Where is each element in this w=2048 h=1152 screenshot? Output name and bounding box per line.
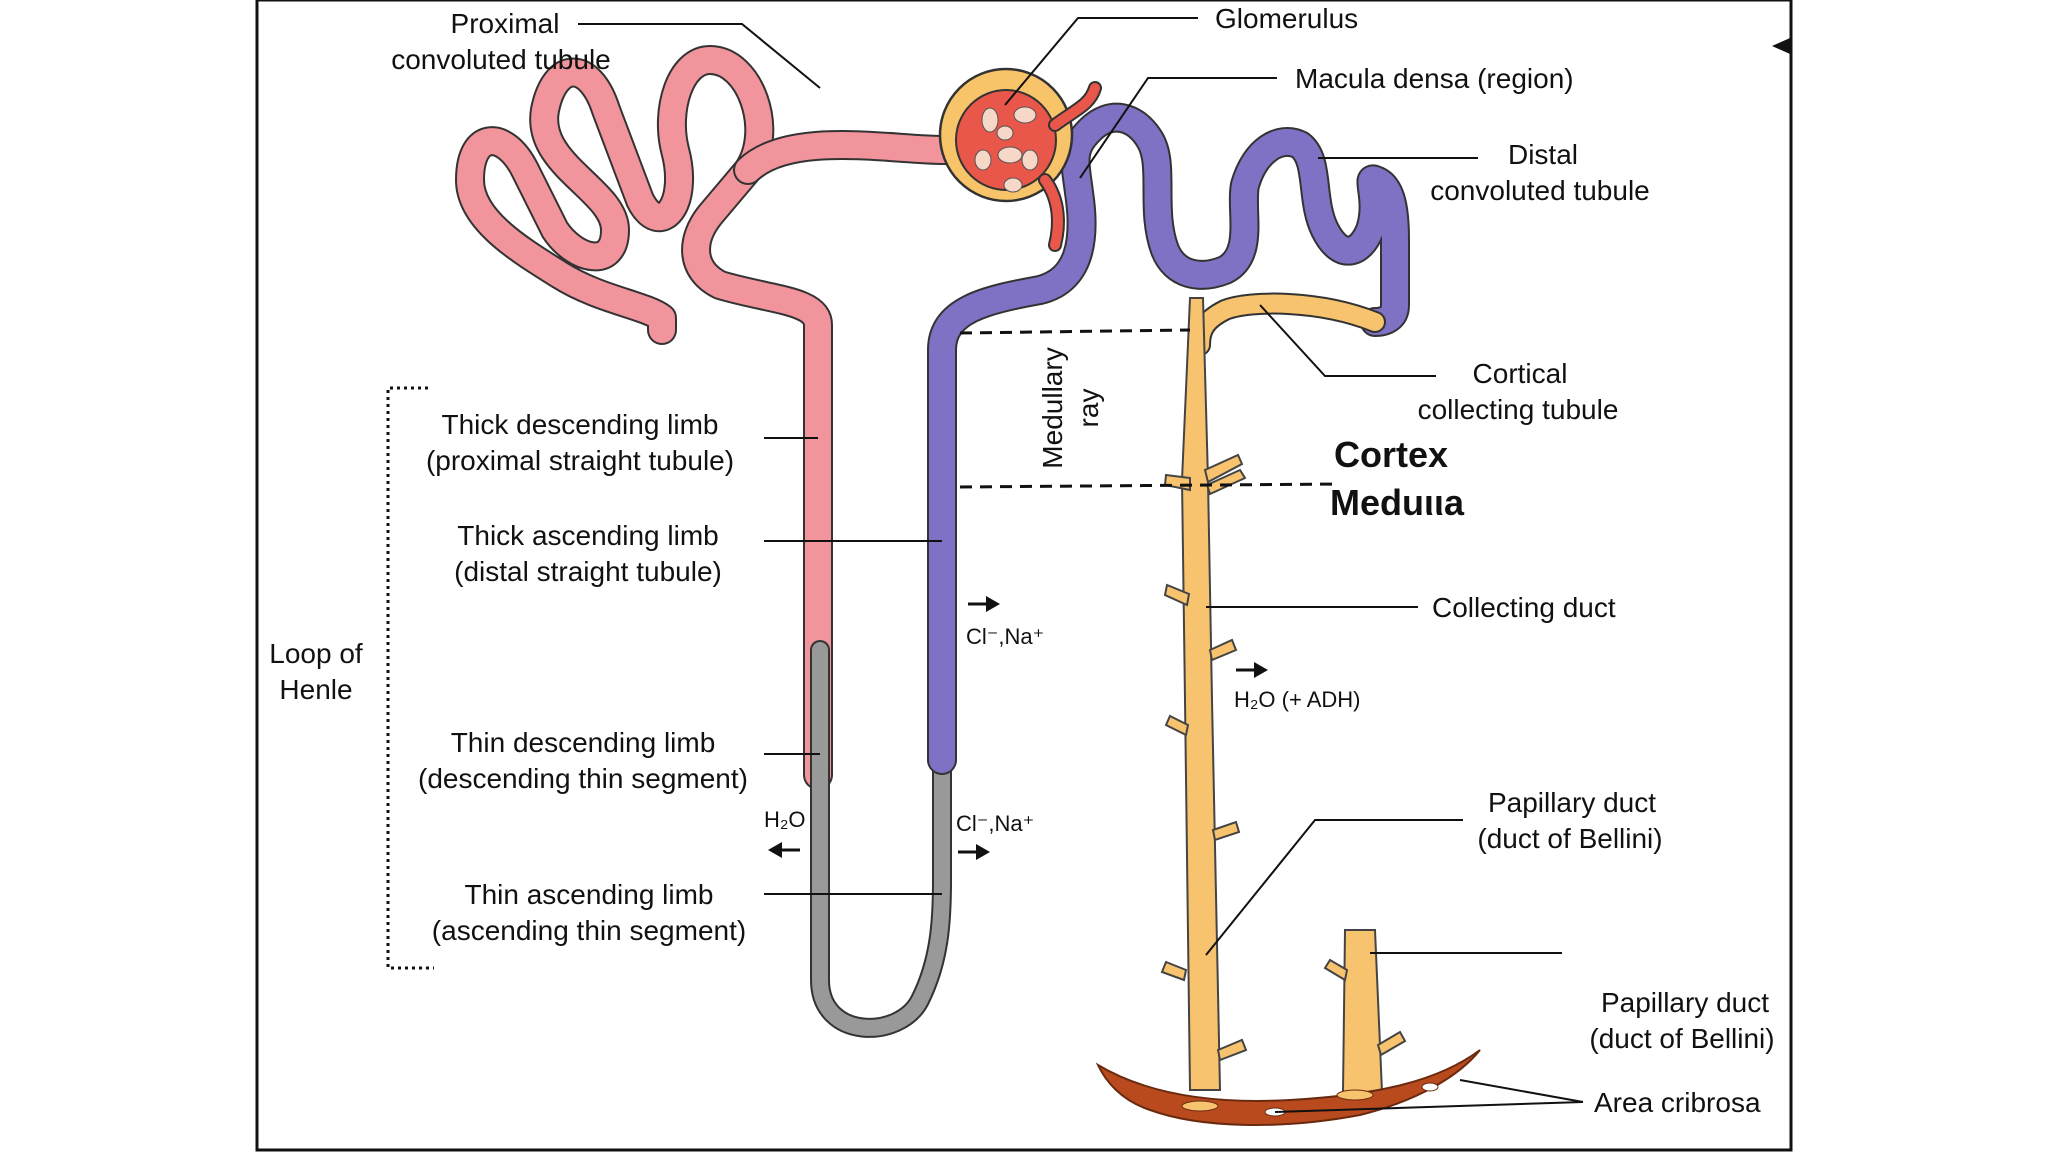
distal-tubule: [929, 104, 1408, 773]
proximal-neck: [735, 132, 958, 183]
label-cortex: Cortex: [1334, 434, 1448, 475]
corner-arrow-icon: [1772, 38, 1790, 54]
capillary-loop: [996, 125, 1014, 141]
label-medullary-ray-line1: Medullary: [1037, 347, 1068, 468]
label-thick-ascending-line2: (distal straight tubule): [454, 556, 722, 587]
label-medullary-ray-line2: ray: [1073, 389, 1104, 428]
duct-opening: [1336, 1089, 1374, 1101]
leader-cortical-collecting: [1259, 304, 1436, 377]
leader-area-cribrosa-2: [1274, 1101, 1584, 1113]
capillary-loop: [981, 107, 999, 133]
label-papillary-1-line2: (duct of Bellini): [1477, 823, 1662, 854]
afferent-arteriole: [1050, 83, 1100, 130]
capillary-loop: [974, 149, 992, 171]
collecting-duct-system: [1095, 292, 1481, 1126]
cortex-medulla-boundary: [959, 482, 1341, 489]
leader-area-cribrosa-1: [1459, 1079, 1584, 1103]
medullary-ray-upper-line: [959, 328, 1191, 335]
duct-opening: [1421, 1082, 1439, 1092]
capillary-loop: [997, 146, 1023, 164]
capillary-loop: [1013, 106, 1037, 124]
label-proximal-line2: convoluted tubule: [391, 44, 611, 75]
label-thin-ascending-line1: Thin ascending limb: [464, 879, 713, 910]
figure-frame: [255, 0, 1793, 1152]
duct-branch: [1208, 638, 1238, 662]
label-thick-descending-line2: (proximal straight tubule): [426, 445, 734, 476]
arrow-left-icon: [768, 842, 800, 858]
duct-branch: [1163, 583, 1191, 607]
label-papillary-2-line1: Papillary duct: [1601, 987, 1769, 1018]
duct-branch: [1163, 473, 1191, 492]
label-medulla: Meduιιa: [1330, 482, 1465, 523]
label-proximal-line1: Proximal: [451, 8, 560, 39]
label-papillary-2-line2: (duct of Bellini): [1589, 1023, 1774, 1054]
label-cortical-line1: Cortical: [1473, 358, 1568, 389]
capillary-loop: [1003, 177, 1023, 193]
label-cl-na-upper: Cl⁻,Na⁺: [966, 624, 1044, 649]
thin-limb: [812, 642, 950, 1036]
label-cortical-line2: collecting tubule: [1418, 394, 1619, 425]
arrow-right-icon: [958, 844, 990, 860]
duct-branch: [1203, 453, 1244, 484]
proximal-tubule: [457, 47, 831, 788]
label-thick-descending-line1: Thick descending limb: [441, 409, 718, 440]
duct-branch: [1211, 820, 1241, 842]
duct-branch: [1216, 1038, 1248, 1062]
label-area-cribrosa: Area cribrosa: [1594, 1087, 1761, 1118]
capillary-loop: [1021, 149, 1039, 171]
label-thick-ascending-line1: Thick ascending limb: [457, 520, 718, 551]
label-thin-descending-line1: Thin descending limb: [451, 727, 716, 758]
papillary-duct-short: [1341, 929, 1384, 1093]
loop-of-henle-bracket: [386, 386, 434, 970]
duct-branch: [1323, 958, 1349, 982]
arrow-right-icon: [1236, 662, 1268, 678]
leader-glomerulus: [1004, 17, 1198, 106]
label-distal-line1: Distal: [1508, 139, 1578, 170]
label-thin-descending-line2: (descending thin segment): [418, 763, 748, 794]
duct-branch: [1376, 1030, 1407, 1057]
duct-branch: [1205, 468, 1247, 496]
label-distal-line2: convoluted tubule: [1430, 175, 1650, 206]
duct-opening: [1181, 1100, 1219, 1112]
leader-papillary-1: [1205, 819, 1463, 956]
duct-branch: [1160, 960, 1188, 982]
duct-branch: [1164, 714, 1190, 737]
leader-lines: [578, 17, 1584, 1113]
label-cl-na-lower: Cl⁻,Na⁺: [956, 811, 1034, 836]
label-thin-ascending-line2: (ascending thin segment): [432, 915, 746, 946]
collecting-duct-trunk: [1180, 297, 1222, 1091]
label-h2o: H₂O: [764, 807, 806, 832]
label-loop-line2: Henle: [279, 674, 352, 705]
label-papillary-1-line1: Papillary duct: [1488, 787, 1656, 818]
efferent-arteriole: [1040, 175, 1063, 250]
label-collecting-duct: Collecting duct: [1432, 592, 1616, 623]
label-loop-line1: Loop of: [269, 638, 363, 669]
label-h2o-adh: H₂O (+ ADH): [1234, 687, 1361, 712]
label-macula-densa: Macula densa (region): [1295, 63, 1574, 94]
label-glomerulus: Glomerulus: [1215, 3, 1358, 34]
leader-macula-densa: [1079, 77, 1277, 179]
leader-proximal: [578, 23, 821, 89]
arrow-right-icon: [968, 596, 1000, 612]
